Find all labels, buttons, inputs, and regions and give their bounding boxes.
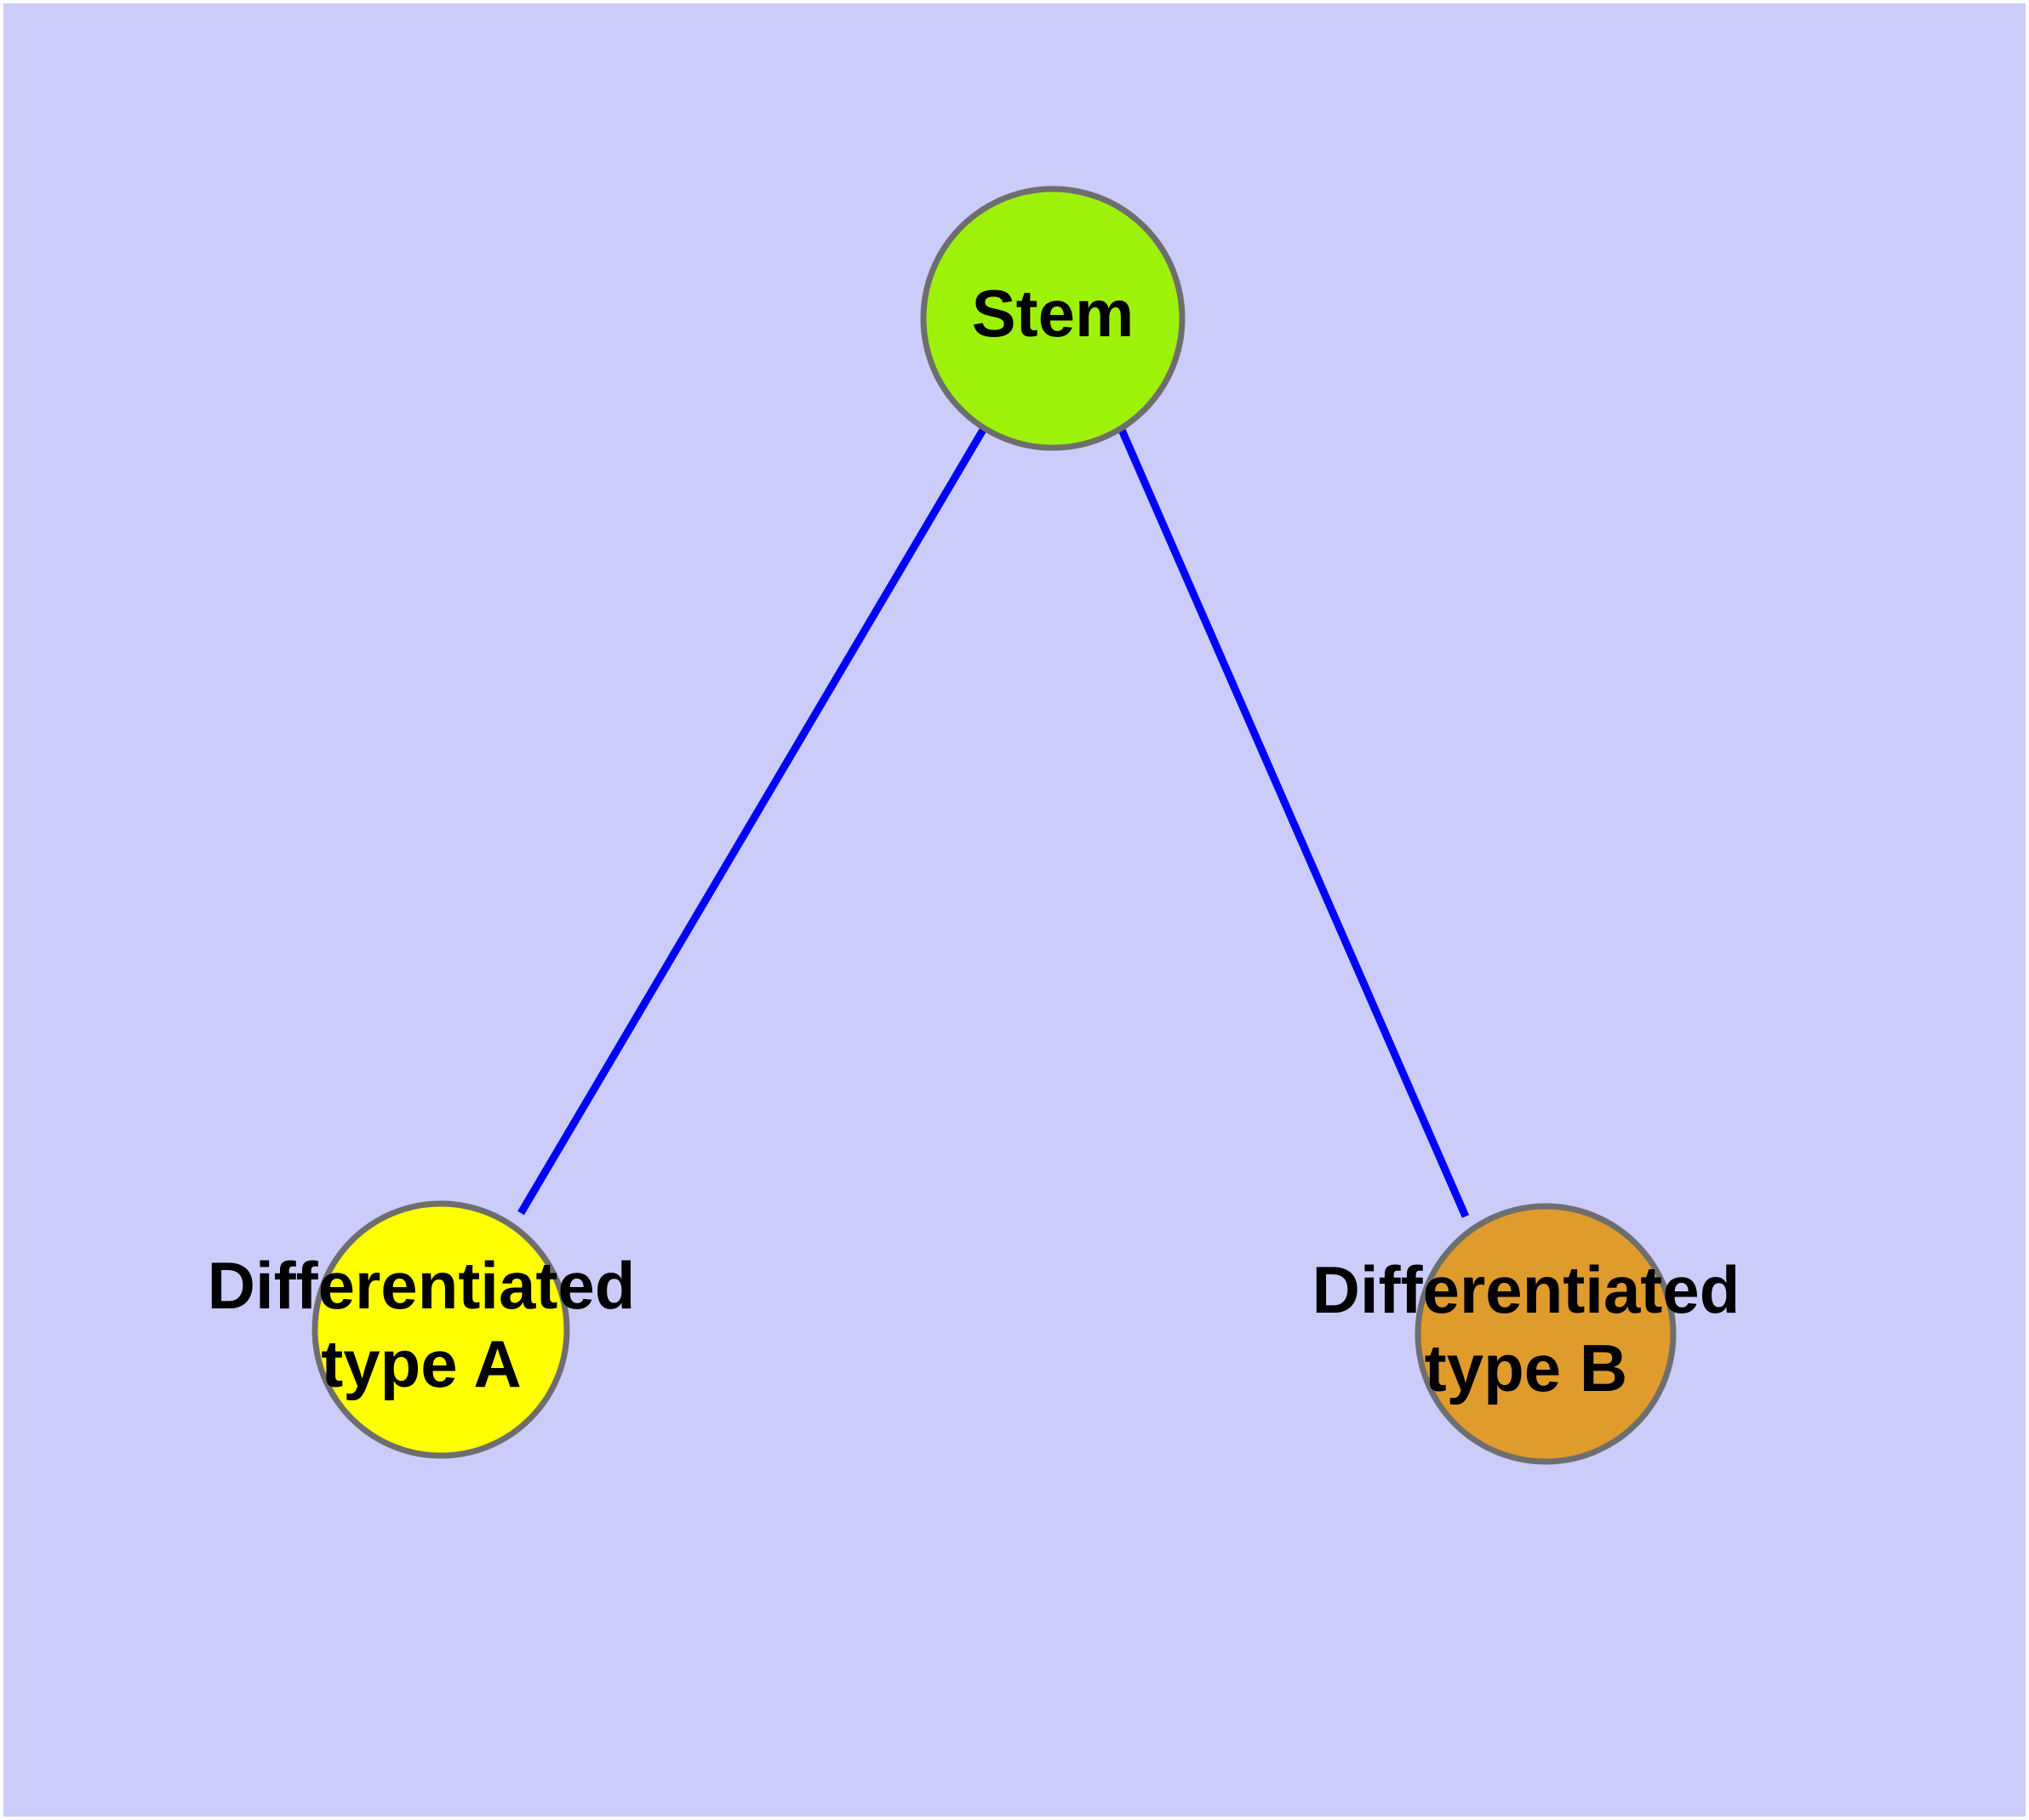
node-stem[interactable] [920, 186, 1186, 451]
edge-stem-to-differentiated-type-a[interactable] [517, 427, 986, 1216]
node-differentiated-type-b-circle[interactable] [1415, 1203, 1677, 1465]
node-layer [311, 186, 1677, 1465]
node-stem-label: Stem [972, 276, 1135, 351]
edge-stem-to-differentiated-type-b[interactable] [1117, 428, 1470, 1218]
node-differentiated-type-a[interactable] [311, 1200, 570, 1459]
node-differentiated-type-b[interactable] [1415, 1203, 1677, 1465]
node-differentiated-type-a-circle[interactable] [311, 1200, 570, 1459]
node-stem-circle[interactable] [920, 186, 1186, 451]
edge-layer [517, 427, 1470, 1218]
